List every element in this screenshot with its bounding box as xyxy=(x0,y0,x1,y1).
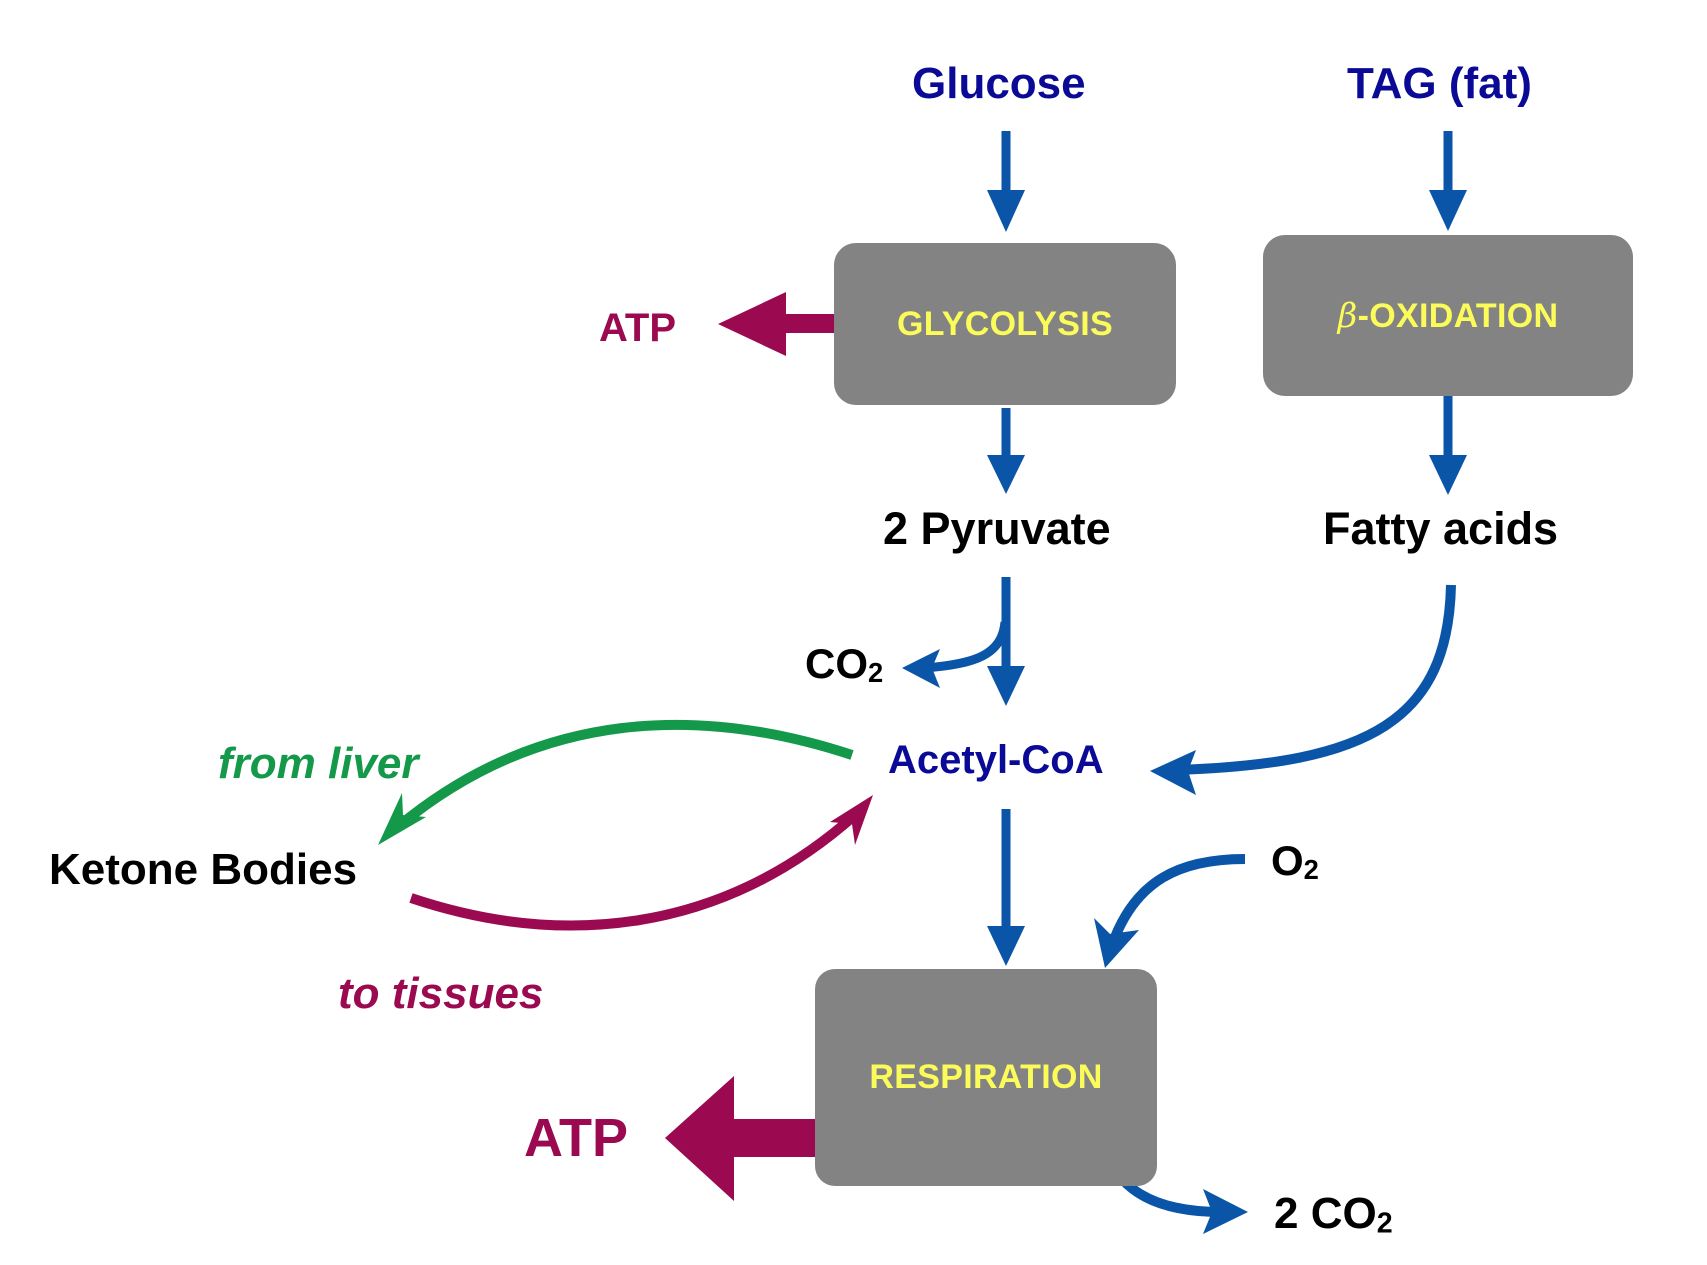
two-co2-subscript: 2 xyxy=(1376,1207,1393,1240)
arrow-glycolysis-to-atp xyxy=(718,292,837,356)
glycolysis-atp-label: ATP xyxy=(599,306,677,350)
o2-label: O2 xyxy=(1271,837,1319,886)
from-liver-label: from liver xyxy=(218,739,419,788)
co2-text: CO xyxy=(805,640,868,687)
o2-text: O xyxy=(1271,837,1304,884)
o2-subscript: 2 xyxy=(1303,854,1319,886)
respiration-label: RESPIRATION xyxy=(869,1058,1103,1096)
beta-oxidation-box: β-OXIDATION xyxy=(1263,235,1633,396)
glycolysis-box: GLYCOLYSIS xyxy=(834,243,1176,405)
to-tissues-label: to tissues xyxy=(338,969,544,1018)
arrow-fatty-acids-to-acetyl-coa xyxy=(1150,584,1456,795)
arrow-acetyl-coa-to-respiration xyxy=(987,809,1025,966)
two-co2-label: 2 CO2 xyxy=(1274,1189,1393,1240)
fatty-acids-label: Fatty acids xyxy=(1323,503,1559,554)
arrow-glucose-to-glycolysis xyxy=(987,131,1025,232)
acetyl-coa-label: Acetyl-CoA xyxy=(888,738,1104,782)
arrow-glycolysis-to-pyruvate xyxy=(987,408,1025,494)
arrow-o2-to-respiration xyxy=(1094,854,1246,968)
arrow-pyruvate-to-co2 xyxy=(902,621,1010,688)
arrow-acetyl-coa-to-ketone-bodies xyxy=(378,719,854,845)
glucose-label: Glucose xyxy=(912,59,1086,108)
arrow-tag-to-beta-oxidation xyxy=(1429,131,1467,231)
arrow-ketone-bodies-to-acetyl-coa xyxy=(409,795,873,931)
arrow-beta-oxidation-to-fatty-acids xyxy=(1429,396,1467,495)
ketone-bodies-label: Ketone Bodies xyxy=(49,845,358,894)
beta-oxidation-text: -OXIDATION xyxy=(1357,296,1559,335)
tag-label: TAG (fat) xyxy=(1347,59,1532,108)
beta-symbol: β xyxy=(1337,295,1358,336)
co2-subscript: 2 xyxy=(868,657,884,689)
glycolysis-label: GLYCOLYSIS xyxy=(897,304,1113,343)
two-co2-text: 2 CO xyxy=(1274,1189,1377,1238)
respiration-box: RESPIRATION xyxy=(815,969,1157,1186)
arrow-pyruvate-to-acetyl-coa xyxy=(987,577,1025,706)
pyruvate-label: 2 Pyruvate xyxy=(883,503,1111,554)
respiration-atp-label: ATP xyxy=(524,1108,628,1168)
beta-oxidation-label: β-OXIDATION xyxy=(1338,296,1559,336)
arrow-respiration-to-atp xyxy=(665,1076,817,1201)
co2-label: CO2 xyxy=(805,640,884,689)
